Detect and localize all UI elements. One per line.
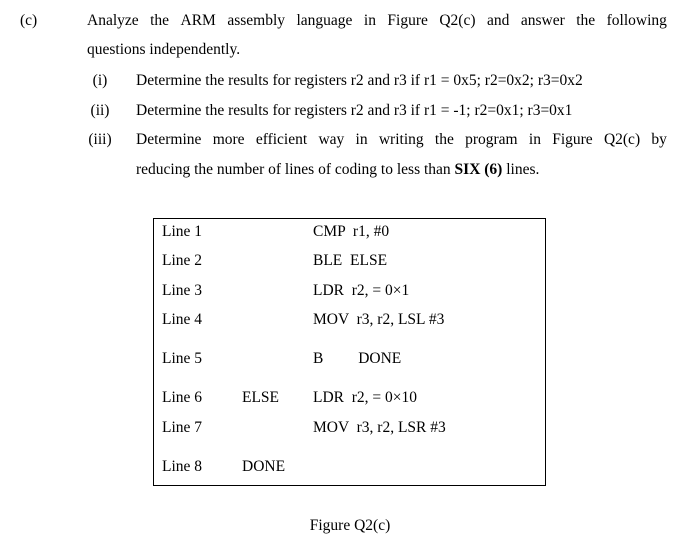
intro-word: Q2(c) [439, 12, 476, 29]
sub-question-number: (iii) [88, 131, 112, 148]
intro-word: Analyze [87, 12, 139, 29]
q3-word: program [465, 131, 518, 148]
figure-caption-text: Figure Q2(c) [309, 517, 391, 534]
intro-word: language [296, 12, 353, 29]
instruction-text: B DONE [313, 350, 402, 367]
code-instruction: CMP r1, #0 [313, 223, 389, 241]
q3-word: efficient [255, 131, 308, 148]
code-instruction: MOV r3, r2, LSR #3 [313, 419, 446, 437]
instruction-text: MOV r3, r2, LSR #3 [313, 419, 446, 436]
code-label: ELSE [242, 389, 280, 406]
line-number: Line 6 [162, 389, 203, 406]
sub-question-text-line-2: reducing the number of lines of coding t… [136, 161, 539, 179]
code-row: Line 3 LDR r2, = 0×1 [154, 282, 545, 302]
code-label: DONE [242, 458, 286, 475]
code-row: Line 1 CMP r1, #0 [154, 223, 545, 243]
q3-word: way [318, 131, 345, 148]
q3-word: Q2(c) [603, 131, 641, 148]
sub-question-number: (ii) [90, 102, 110, 119]
sub-question-text: Determine the results for registers r2 a… [136, 72, 583, 89]
line-number: Line 7 [162, 419, 203, 436]
q3-word: by [651, 131, 667, 148]
code-table: Line 1 CMP r1, #0 Line 2 BLE ELSE Line 3… [153, 218, 546, 486]
q3-word: Determine [136, 131, 202, 148]
q3-line2-suffix: lines. [502, 161, 540, 178]
q3-line2-bold: SIX (6) [454, 161, 503, 178]
code-row: Line 2 BLE ELSE [154, 252, 545, 272]
instruction-text: LDR r2, = 0×1 [313, 282, 410, 299]
code-instruction: B DONE [313, 350, 401, 368]
intro-word: the [150, 12, 170, 29]
intro-word: the [576, 12, 596, 29]
sub-question-number: (i) [92, 72, 108, 89]
line-number: Line 1 [162, 223, 203, 240]
code-row: Line 6 ELSE LDR r2, = 0×10 [154, 389, 545, 409]
line-number: Line 4 [162, 311, 203, 328]
q3-line2-prefix: reducing the number of lines of coding t… [136, 161, 455, 178]
code-row: Line 4 MOV r3, r2, LSL #3 [154, 311, 545, 331]
line-number: Line 2 [162, 252, 203, 269]
line-number: Line 3 [162, 282, 203, 299]
code-instruction: LDR r2, = 0×10 [313, 389, 417, 407]
intro-word: ARM [180, 12, 216, 29]
sub-question-text-line-1: Determine more efficient way in writing … [136, 131, 667, 149]
code-instruction: LDR r2, = 0×1 [313, 282, 409, 300]
code-row: Line 7 MOV r3, r2, LSR #3 [154, 419, 545, 439]
sub-question-text: Determine the results for registers r2 a… [136, 102, 573, 119]
code-instruction: MOV r3, r2, LSL #3 [313, 311, 444, 329]
code-row: Line 5 B DONE [154, 350, 545, 370]
q3-word: more [212, 131, 245, 148]
intro-word: assembly [227, 12, 285, 29]
instruction-text: CMP r1, #0 [313, 223, 390, 240]
intro-line-1: Analyze the ARM assembly language in Fig… [87, 12, 667, 30]
intro-word: in [363, 12, 376, 29]
figure-caption: Figure Q2(c) [0, 517, 692, 535]
q3-word: the [434, 131, 454, 148]
part-label: (c) [20, 12, 38, 29]
line-number: Line 8 [162, 458, 203, 475]
q3-word: in [528, 131, 541, 148]
q3-word: writing [378, 131, 424, 148]
instruction-text: LDR r2, = 0×10 [313, 389, 418, 406]
instruction-text: BLE ELSE [313, 252, 388, 269]
q3-word: Figure [552, 131, 593, 148]
q3-word: in [355, 131, 368, 148]
line-number: Line 5 [162, 350, 203, 367]
intro-word: following [606, 12, 667, 29]
intro-word: Figure [387, 12, 428, 29]
intro-word: and [486, 12, 510, 29]
intro-line-2: questions independently. [87, 41, 241, 58]
code-row: Line 8 DONE [154, 458, 545, 478]
intro-word: answer [520, 12, 565, 29]
instruction-text: MOV r3, r2, LSL #3 [313, 311, 445, 328]
code-instruction: BLE ELSE [313, 252, 387, 270]
